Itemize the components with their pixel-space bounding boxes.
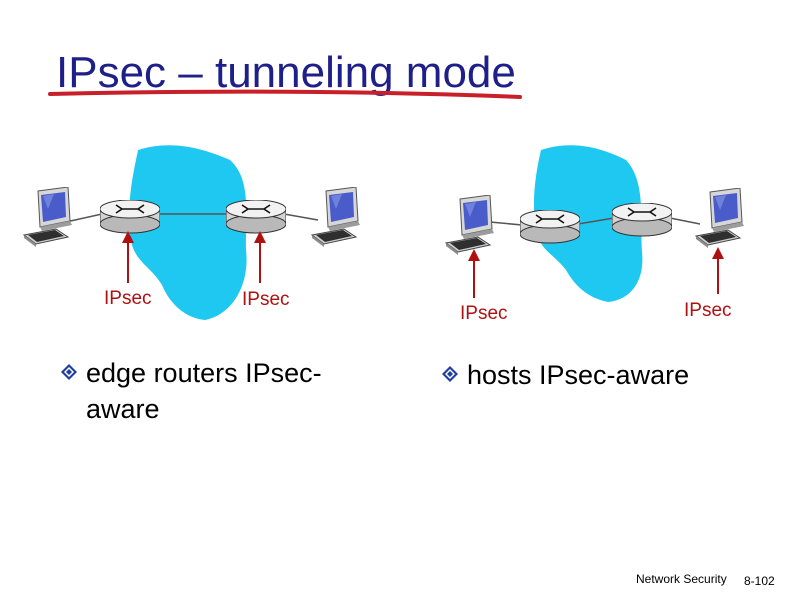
router-icon (612, 203, 672, 237)
right-tunnel-cloud (533, 145, 643, 302)
left-tunnel-cloud (129, 145, 247, 320)
router-icon (100, 200, 160, 234)
router-icon (520, 210, 580, 244)
host-computer-icon (311, 187, 361, 248)
ipsec-label: IPsec (242, 289, 290, 310)
host-computer-icon (23, 187, 73, 248)
ipsec-label: IPsec (104, 288, 152, 309)
left-diagram (23, 145, 361, 320)
link-line (65, 213, 103, 223)
link-line (489, 221, 523, 226)
bullet-edge-routers: edge routers IPsec-aware (61, 355, 371, 427)
router-icon (226, 200, 286, 234)
diamond-bullet-icon (61, 364, 77, 380)
bullet-text: hosts IPsec-aware (467, 360, 690, 390)
right-diagram (445, 145, 745, 302)
footer-page-number: 8-102 (744, 574, 775, 588)
ipsec-label: IPsec (684, 300, 732, 321)
arrow-up-icon (712, 247, 724, 294)
host-computer-icon (445, 195, 495, 256)
link-line (669, 217, 701, 225)
link-line (283, 213, 319, 221)
bullet-text: edge routers IPsec-aware (86, 358, 322, 424)
slide-title: IPsec – tunneling mode (56, 48, 516, 97)
bullet-hosts: hosts IPsec-aware (442, 357, 767, 393)
host-computer-icon (695, 188, 745, 249)
link-line (577, 217, 615, 225)
ipsec-label: IPsec (460, 303, 508, 324)
diamond-bullet-icon (442, 366, 458, 382)
footer-section: Network Security (636, 572, 727, 586)
arrow-up-icon (468, 249, 480, 298)
arrow-up-icon (254, 231, 266, 283)
arrow-up-icon (122, 231, 134, 283)
